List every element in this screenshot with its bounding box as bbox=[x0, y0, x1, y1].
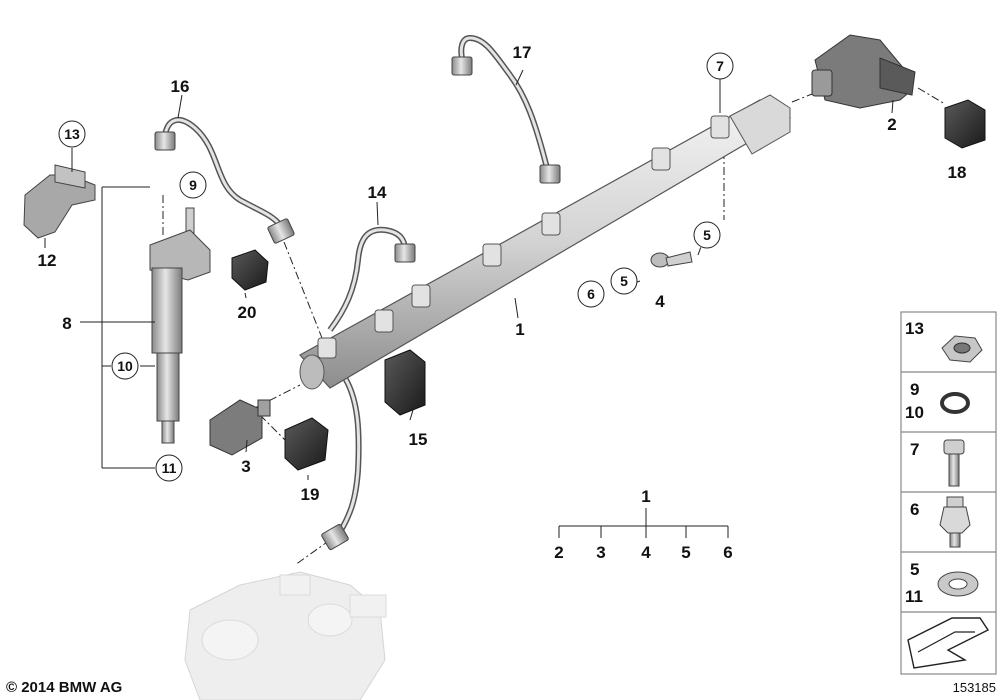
callout-5-lower: 5 bbox=[620, 273, 628, 289]
bolt-4 bbox=[650, 251, 693, 268]
callout-13: 13 bbox=[64, 126, 80, 142]
callout-circle-5a bbox=[693, 221, 721, 249]
tree-child-label: 3 bbox=[596, 543, 605, 562]
connector-18 bbox=[944, 99, 986, 149]
callout-2: 2 bbox=[887, 115, 896, 134]
panel-label: 6 bbox=[910, 500, 919, 519]
assembly-lines bbox=[162, 87, 946, 566]
panel-cell-nut: 13 bbox=[905, 319, 983, 363]
tree-child-label: 4 bbox=[641, 543, 651, 562]
callout-circle-5b bbox=[610, 267, 638, 295]
tree-child-label: 5 bbox=[681, 543, 690, 562]
tree-root-label: 1 bbox=[641, 487, 650, 506]
damper-15 bbox=[384, 349, 426, 416]
callout-10: 10 bbox=[117, 358, 133, 374]
callout-1: 1 bbox=[515, 320, 524, 339]
callout-19: 19 bbox=[301, 485, 320, 504]
callout-16: 16 bbox=[171, 77, 190, 96]
assembly-tree: 1 2 3 4 5 6 bbox=[554, 487, 732, 562]
callout-labels: 17 16 14 1 2 18 12 8 20 4 15 3 19 bbox=[38, 43, 967, 504]
callout-circle-7 bbox=[706, 52, 734, 80]
panel-label: 11 bbox=[905, 587, 923, 606]
tree-child-label: 2 bbox=[554, 543, 563, 562]
injector bbox=[149, 207, 211, 444]
panel-label: 5 bbox=[910, 560, 919, 579]
callout-circle-11 bbox=[155, 454, 183, 482]
callout-7: 7 bbox=[716, 58, 724, 74]
tree-child-label: 6 bbox=[723, 543, 732, 562]
callout-12: 12 bbox=[38, 251, 57, 270]
copyright-notice: © 2014 BMW AG bbox=[6, 679, 122, 696]
callout-11: 11 bbox=[162, 460, 177, 476]
pressure-sensor bbox=[811, 34, 916, 109]
callout-17: 17 bbox=[513, 43, 532, 62]
circled-callout-text: 7 13 9 10 11 5 5 6 bbox=[64, 58, 724, 476]
connector-19 bbox=[284, 417, 329, 471]
panel-cell-banjo-bolt: 6 bbox=[910, 496, 971, 548]
callout-circle-13 bbox=[58, 120, 86, 148]
callout-4: 4 bbox=[655, 292, 665, 311]
callout-9: 9 bbox=[189, 177, 197, 193]
fuel-line-14 bbox=[327, 226, 416, 332]
fuel-rail bbox=[299, 94, 792, 390]
callout-circle-9 bbox=[179, 171, 207, 199]
diagram-number: 153185 bbox=[953, 680, 996, 695]
high-pressure-pump bbox=[184, 571, 387, 700]
callout-6: 6 bbox=[587, 286, 595, 302]
fuel-line-pump bbox=[321, 376, 362, 551]
sensor-3 bbox=[209, 399, 271, 456]
connector-20 bbox=[231, 249, 269, 291]
panel-label: 7 bbox=[910, 440, 919, 459]
direction-arrow-icon bbox=[907, 617, 990, 669]
callout-circle-10 bbox=[111, 352, 139, 380]
small-parts-panel: 13 9 10 7 6 5 11 bbox=[900, 311, 997, 675]
injector-bracket bbox=[23, 164, 96, 239]
panel-cell-bolt: 7 bbox=[910, 439, 965, 487]
callout-8: 8 bbox=[62, 314, 71, 333]
circled-callouts bbox=[58, 52, 734, 482]
panel-cell-seal: 9 10 bbox=[905, 380, 970, 422]
callout-5-upper: 5 bbox=[703, 227, 711, 243]
callout-15: 15 bbox=[409, 430, 428, 449]
callout-20: 20 bbox=[238, 303, 257, 322]
callout-18: 18 bbox=[948, 163, 967, 182]
panel-label: 13 bbox=[905, 319, 924, 338]
panel-cell-washer: 5 11 bbox=[905, 560, 979, 606]
fuel-line-17 bbox=[451, 34, 561, 184]
panel-label: 10 bbox=[905, 403, 924, 422]
callout-14: 14 bbox=[368, 183, 387, 202]
panel-label: 9 bbox=[910, 380, 919, 399]
fuel-line-16 bbox=[154, 117, 295, 244]
callout-circle-6 bbox=[577, 280, 605, 308]
callout-3: 3 bbox=[241, 457, 250, 476]
leader-lines bbox=[44, 69, 894, 480]
